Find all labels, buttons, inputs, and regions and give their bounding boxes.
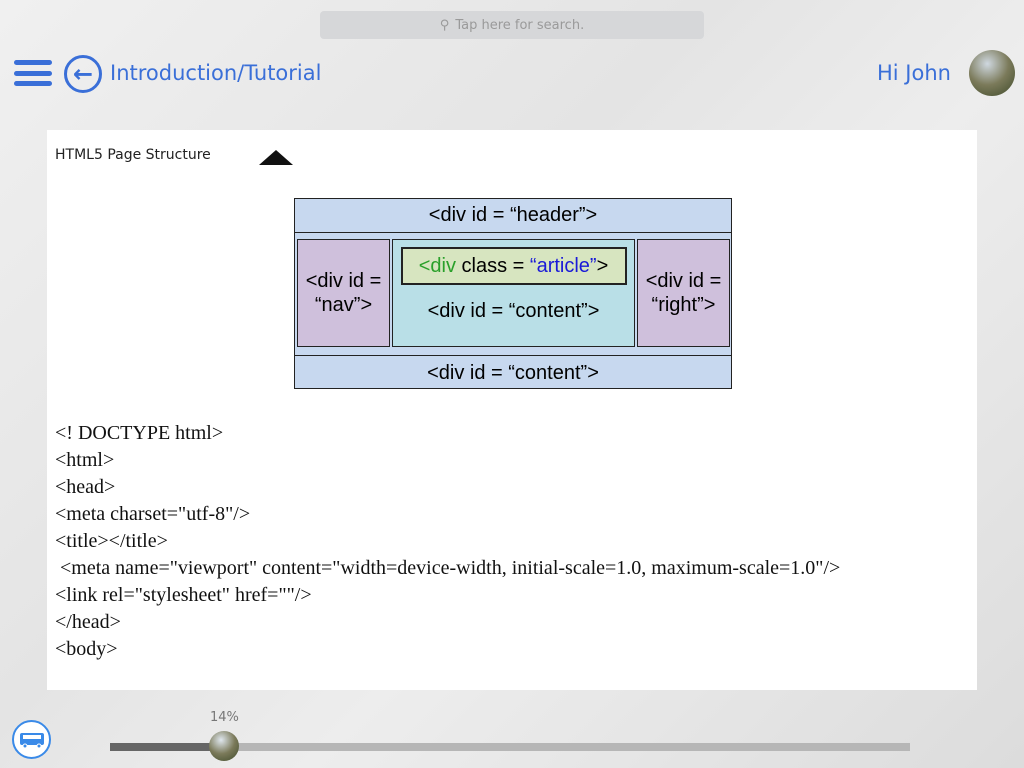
bus-button[interactable] (12, 720, 51, 759)
code-line: </head> (55, 611, 121, 633)
menu-button[interactable] (14, 60, 52, 86)
search-placeholder: Tap here for search. (455, 17, 585, 33)
code-line: <! DOCTYPE html> (55, 422, 224, 444)
code-line: <head> (55, 476, 116, 498)
progress-fill (110, 743, 222, 751)
arrow-left-icon: ← (72, 60, 94, 88)
article-close: > (596, 255, 609, 277)
bus-icon (19, 732, 44, 748)
page-title: HTML5 Page Structure (55, 147, 211, 163)
article-tag: <div (418, 255, 456, 277)
diagram-footer: <div id = “content”> (294, 355, 732, 389)
code-line: <html> (55, 449, 115, 471)
article-attr: class = (455, 255, 530, 277)
progress-slider[interactable] (110, 743, 910, 751)
diagram-article: <div class = “article”> (400, 247, 627, 285)
diagram-content-label: <div id = “content”> (427, 300, 600, 322)
code-line: <title></title> (55, 530, 168, 552)
structure-diagram: <div id = “header”> <div id = “nav”> <di… (294, 198, 732, 389)
collapse-triangle-icon[interactable] (259, 150, 293, 165)
slider-thumb[interactable] (209, 731, 239, 761)
avatar[interactable] (969, 50, 1015, 96)
diagram-nav: <div id = “nav”> (297, 239, 390, 347)
code-line: <meta name="viewport" content="width=dev… (55, 557, 841, 579)
back-button[interactable]: ← (64, 55, 102, 93)
diagram-header: <div id = “header”> (294, 198, 732, 233)
code-line: <body> (55, 638, 118, 660)
code-line: <link rel="stylesheet" href=""/> (55, 584, 312, 606)
progress-label: 14% (210, 710, 239, 725)
code-listing: <! DOCTYPE html> <html> <head> <meta cha… (55, 420, 955, 663)
code-line: <meta charset="utf-8"/> (55, 503, 251, 525)
diagram-content: <div class = “article”> <div id = “conte… (392, 239, 635, 347)
search-bar[interactable]: ⚲ Tap here for search. (320, 11, 704, 39)
document-page: HTML5 Page Structure <div id = “header”>… (47, 130, 977, 690)
breadcrumb[interactable]: Introduction/Tutorial (110, 61, 322, 85)
diagram-right: <div id = “right”> (637, 239, 730, 347)
search-icon: ⚲ (439, 17, 450, 33)
user-greeting[interactable]: Hi John (877, 61, 951, 85)
article-value: “article” (529, 255, 597, 277)
